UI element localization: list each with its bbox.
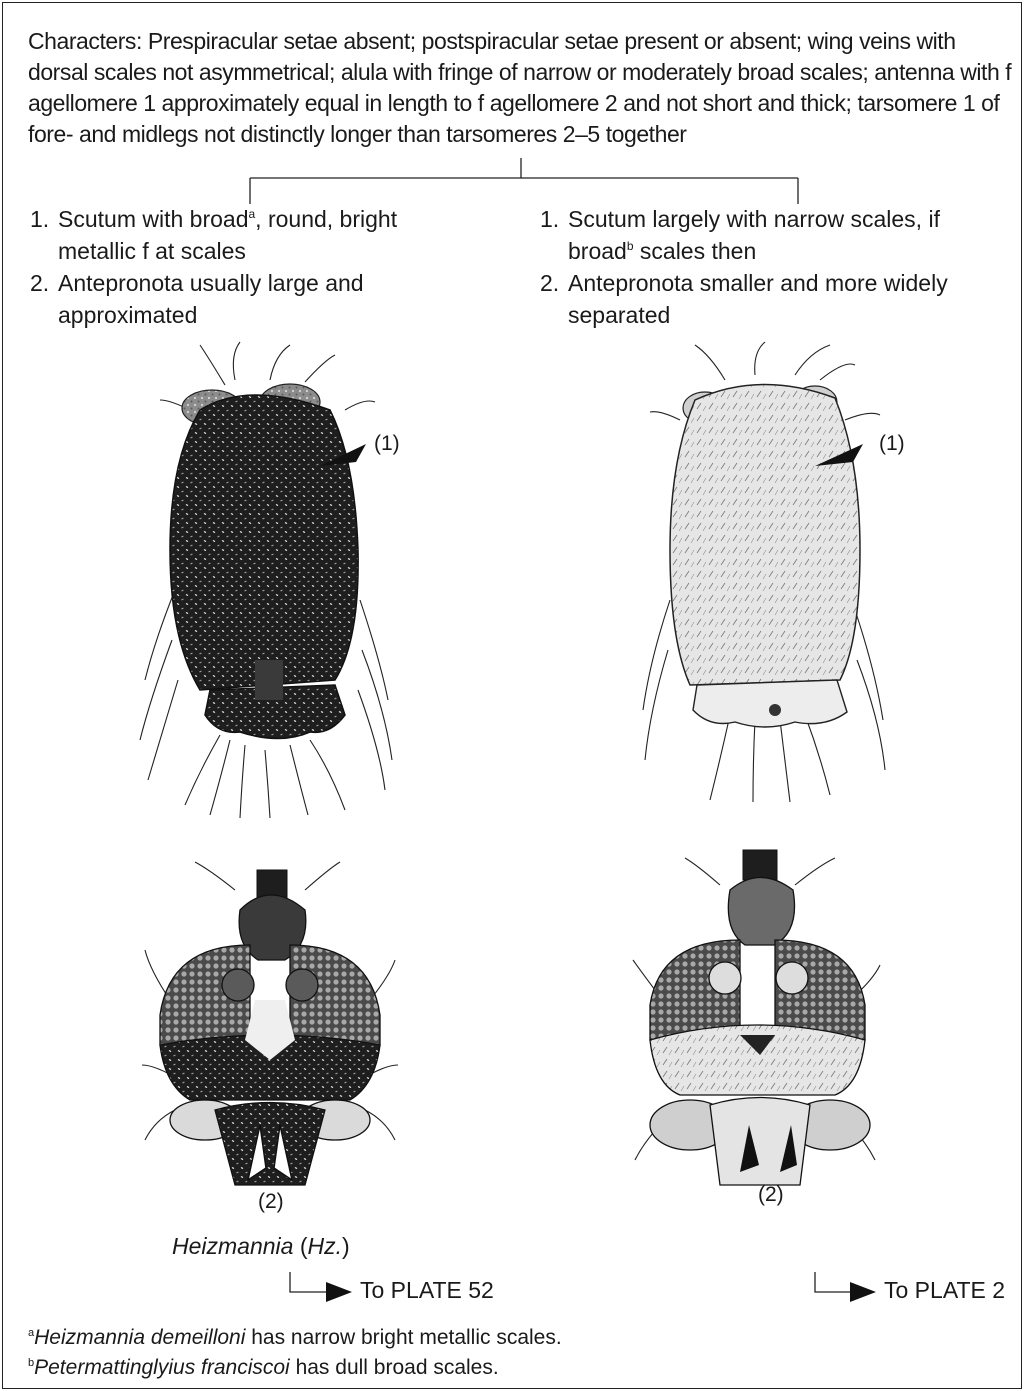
left-plate-arrow-icon — [290, 1272, 352, 1302]
right-plate-link[interactable]: To PLATE 2 — [884, 1277, 1005, 1304]
footnote-b: bPetermattinglyius franciscoi has dull b… — [28, 1356, 499, 1380]
left-plate-link[interactable]: To PLATE 52 — [360, 1277, 494, 1304]
right-plate-arrow-icon — [815, 1272, 876, 1302]
footnote-a: aHeizmannia demeilloni has narrow bright… — [28, 1326, 562, 1350]
